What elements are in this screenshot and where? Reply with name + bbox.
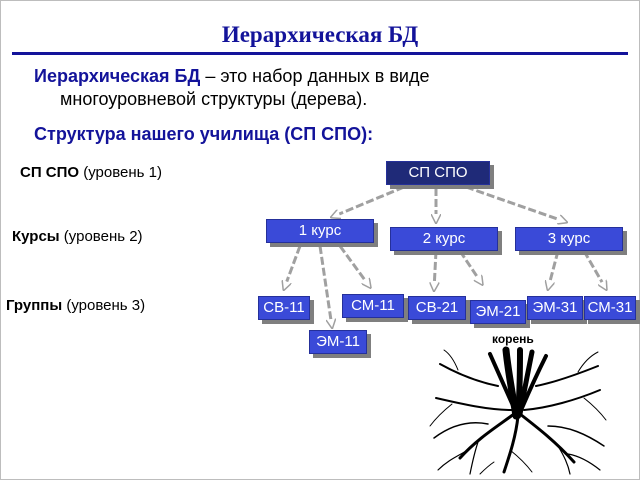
definition-term: Иерархическая БД — [34, 66, 201, 86]
node-course-3: 3 курс — [515, 227, 623, 251]
edge-course3-sm31 — [582, 250, 606, 289]
edge-root-course1 — [332, 185, 405, 217]
slide-title: Иерархическая БД — [221, 22, 419, 47]
definition-paragraph: Иерархическая БД – это набор данных в ви… — [34, 65, 624, 111]
node-course-2: 2 курс — [390, 227, 498, 251]
node-root: СП СПО — [386, 161, 490, 185]
edge-root-course3 — [465, 185, 566, 222]
level-1-label: СП СПО (уровень 1) — [20, 164, 162, 181]
definition-text-1: – это набор данных в виде — [200, 66, 430, 86]
node-group-em11: ЭМ-11 — [309, 330, 367, 354]
level-3-note: (уровень 3) — [66, 297, 146, 314]
level-1-note: (уровень 1) — [83, 164, 162, 181]
level-2-note: (уровень 2) — [63, 228, 143, 245]
level-1-name: СП СПО — [20, 164, 80, 181]
tree-root-illustration — [429, 346, 607, 475]
edge-course3-em31 — [548, 250, 560, 289]
definition-text-2: многоуровневой структуры (дерева). — [60, 89, 368, 109]
node-group-sm11: СМ-11 — [342, 294, 404, 318]
structure-heading: Структура нашего училища (СП СПО): — [34, 124, 374, 144]
edge-course1-sv11 — [284, 245, 302, 289]
node-group-em21: ЭМ-21 — [470, 300, 526, 324]
edge-course1-sm11 — [338, 245, 370, 287]
node-group-sm31: СМ-31 — [584, 296, 636, 320]
title-underline — [12, 52, 628, 55]
node-group-em31: ЭМ-31 — [527, 296, 583, 320]
node-group-sv21: СВ-21 — [408, 296, 466, 320]
node-group-sv11: СВ-11 — [258, 296, 310, 320]
edge-course1-em11 — [318, 245, 332, 327]
level-2-label: Курсы (уровень 2) — [12, 228, 143, 245]
node-course-1: 1 курс — [266, 219, 374, 243]
edge-course2-sv21 — [434, 250, 436, 290]
edge-course2-em21 — [458, 250, 482, 284]
level-3-label: Группы (уровень 3) — [6, 297, 145, 314]
level-3-name: Группы — [6, 297, 63, 314]
level-2-name: Курсы — [12, 228, 60, 245]
root-image-label: корень — [492, 332, 534, 346]
